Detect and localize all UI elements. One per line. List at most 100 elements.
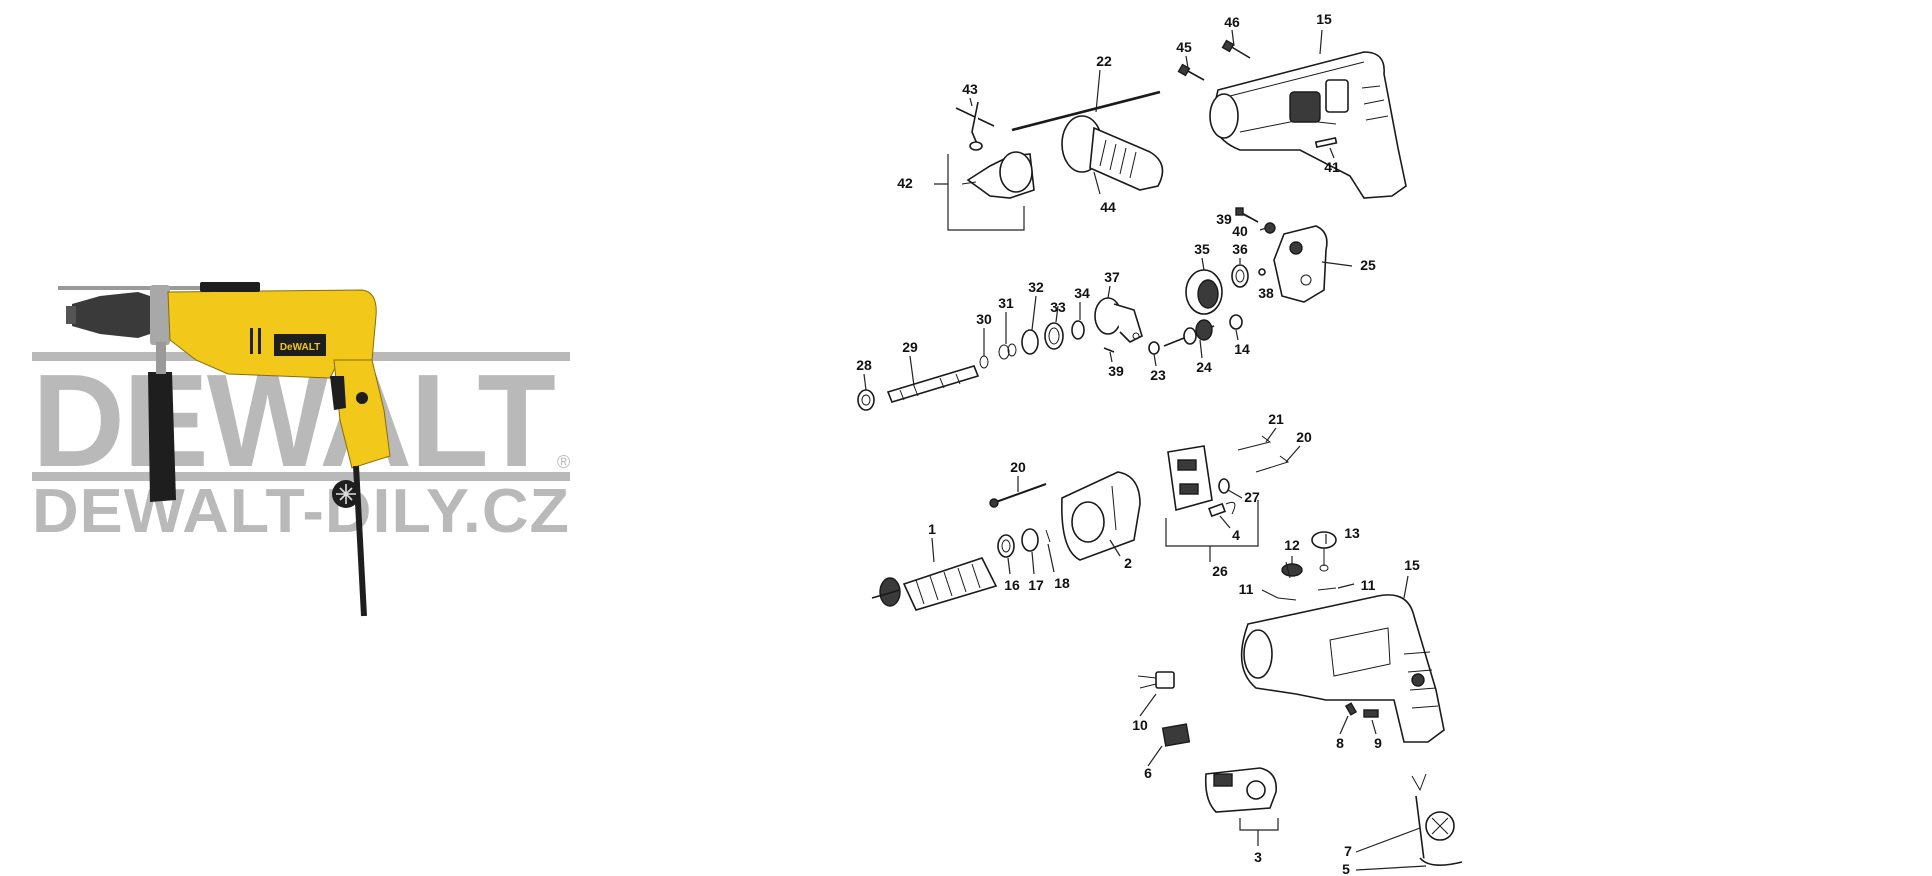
part-screw-45	[1177, 63, 1205, 81]
part-washer-23	[1148, 341, 1160, 355]
label-43: 43	[962, 81, 978, 97]
label-6: 6	[1144, 765, 1152, 781]
part-brush-27	[1218, 478, 1230, 494]
part-ring-30	[979, 355, 989, 369]
label-4: 4	[1232, 527, 1240, 543]
vent-2	[258, 328, 261, 354]
part-brush-4	[1208, 501, 1236, 518]
part-labels: 46 15 45 22 43 42 44 41 39 40 25 35 36 3…	[856, 11, 1420, 876]
parts-drawing: 46 15 45 22 43 42 44 41 39 40 25 35 36 3…	[856, 11, 1463, 876]
part-chuck-42	[961, 151, 1035, 199]
label-11-right: 11	[1361, 577, 1376, 593]
part-chuck-key-43	[955, 101, 995, 151]
part-spring-21	[1237, 435, 1272, 451]
label-25: 25	[1360, 257, 1376, 273]
product-photo: DEWALT ® DEWALT-DILY.CZ DeWALT	[32, 282, 571, 617]
part-spindle-29	[886, 365, 980, 403]
part-washer-36	[1231, 264, 1249, 288]
label-40: 40	[1232, 223, 1248, 239]
label-39: 39	[1216, 211, 1232, 227]
label-22: 22	[1096, 53, 1112, 69]
label-45: 45	[1176, 39, 1192, 55]
top-switch	[200, 282, 260, 292]
label-30: 30	[976, 311, 992, 327]
label-21: 21	[1268, 411, 1284, 427]
label-14: 14	[1234, 341, 1250, 357]
label-38: 38	[1258, 285, 1274, 301]
collar	[150, 285, 170, 345]
lock-button	[356, 392, 368, 404]
label-44: 44	[1100, 199, 1116, 215]
label-28: 28	[856, 357, 872, 373]
part-cord-5	[1419, 857, 1463, 866]
cord-guard-star	[336, 484, 356, 504]
label-9: 9	[1374, 735, 1382, 751]
label-16: 16	[1004, 577, 1020, 593]
part-shaft-24	[1163, 319, 1215, 347]
label-46: 46	[1224, 14, 1240, 30]
drill-chuck	[72, 292, 150, 338]
part-pin-38	[1258, 268, 1266, 276]
watermark-bar-mid	[32, 472, 570, 481]
part-pin-41	[1314, 137, 1338, 148]
part-gear-housing-25	[1273, 225, 1328, 303]
part-cord-clamp-13	[1311, 531, 1337, 572]
label-18: 18	[1054, 575, 1070, 591]
part-cord-guard-7	[1411, 773, 1455, 861]
part-switch-3	[1204, 767, 1277, 813]
label-17: 17	[1028, 577, 1044, 593]
label-20-screw: 20	[1010, 459, 1026, 475]
label-2: 2	[1124, 555, 1132, 571]
part-bearing-33	[1044, 322, 1064, 350]
part-screw-20b	[989, 483, 1047, 508]
label-20: 20	[1296, 429, 1312, 445]
part-capacitor-10	[1137, 671, 1175, 689]
label-33: 33	[1050, 299, 1066, 315]
label-26: 26	[1212, 563, 1228, 579]
label-13: 13	[1344, 525, 1360, 541]
part-screw-11b	[1317, 587, 1337, 591]
part-gear-35	[1185, 269, 1223, 315]
label-35: 35	[1194, 241, 1210, 257]
part-housing-rear	[1209, 51, 1407, 199]
part-housing-front-15	[1240, 594, 1445, 743]
part-clutch-37	[1094, 297, 1143, 343]
label-3: 3	[1254, 849, 1262, 865]
label-11-left: 11	[1239, 581, 1254, 597]
label-8: 8	[1336, 735, 1344, 751]
part-cord-clamp-12	[1281, 561, 1303, 579]
part-brush-holder-26	[1167, 445, 1213, 512]
label-39-lower: 39	[1108, 363, 1124, 379]
label-12: 12	[1284, 537, 1300, 553]
depth-rod	[58, 286, 218, 290]
label-23: 23	[1150, 367, 1166, 383]
label-7: 7	[1344, 843, 1352, 859]
label-34: 34	[1074, 285, 1090, 301]
part-button-9	[1363, 709, 1379, 718]
label-42: 42	[897, 175, 913, 191]
part-screw-39a	[1235, 207, 1259, 223]
part-screw-11a	[1277, 597, 1297, 601]
part-block-6	[1161, 723, 1191, 747]
label-41: 41	[1324, 159, 1340, 175]
watermark-registered: ®	[557, 452, 571, 472]
label-32: 32	[1028, 279, 1044, 295]
label-37: 37	[1104, 269, 1120, 285]
part-ring-32	[1021, 329, 1039, 355]
part-depth-rod-22	[1011, 90, 1161, 132]
part-ring-34	[1071, 320, 1085, 340]
part-bearing-16	[997, 534, 1015, 558]
part-side-handle-44	[1061, 115, 1164, 191]
label-24: 24	[1196, 359, 1212, 375]
part-screw-39b	[1103, 347, 1115, 353]
label-1: 1	[928, 521, 936, 537]
chuck-tip	[66, 306, 76, 324]
logo-plate	[274, 334, 326, 356]
label-36: 36	[1232, 241, 1248, 257]
label-10: 10	[1132, 717, 1148, 733]
part-stator-2	[1061, 471, 1141, 561]
label-15-front: 15	[1404, 557, 1420, 573]
part-screw-46	[1221, 39, 1251, 59]
logo-text: DeWALT	[280, 342, 320, 353]
